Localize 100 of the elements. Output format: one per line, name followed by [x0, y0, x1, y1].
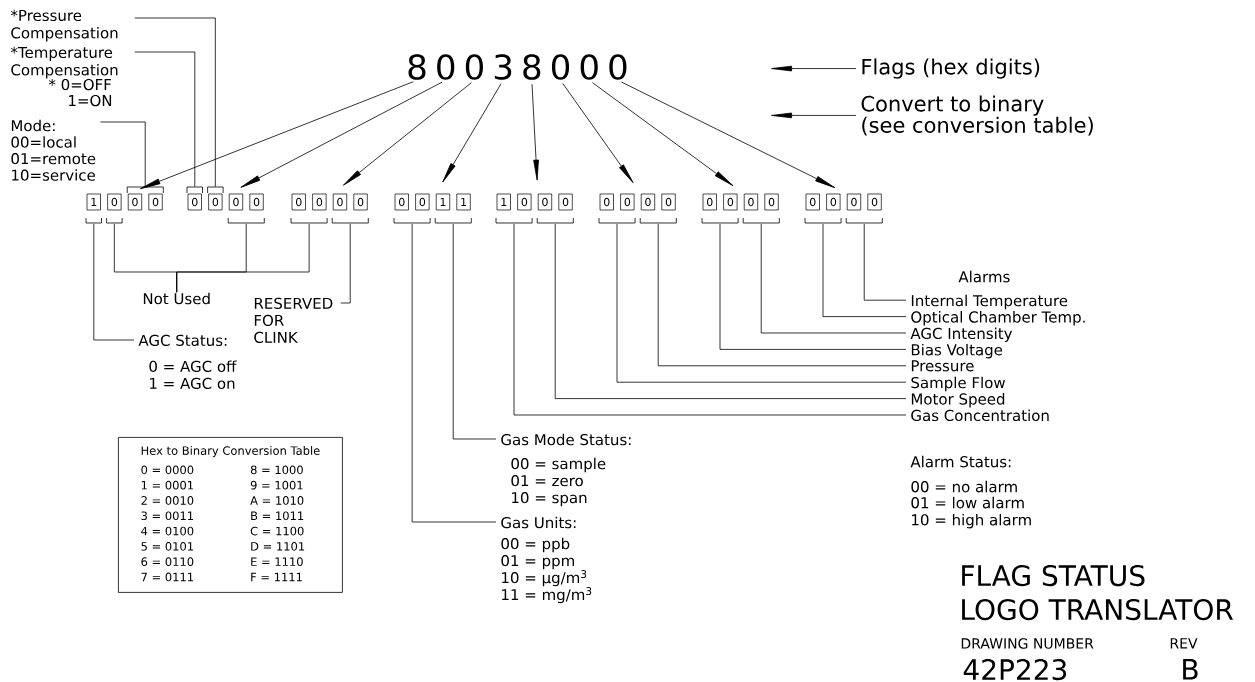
field-label: REV	[1170, 638, 1198, 649]
note-text: * 0=OFF	[48, 78, 111, 91]
bit-box: 0	[107, 193, 122, 211]
bit-box: 0	[867, 193, 882, 211]
bracket	[434, 217, 472, 224]
note-text: 10 = high alarm	[912, 513, 1031, 529]
bit-box: 1	[496, 193, 511, 211]
bit-box: 0	[764, 193, 779, 211]
bit-box: 0	[228, 193, 244, 211]
bracket	[393, 217, 431, 224]
bit-box: 0	[312, 193, 327, 211]
leader-line	[452, 223, 497, 440]
hex-digit: 0	[437, 54, 455, 80]
alarm-text: Pressure	[911, 360, 974, 372]
annotation-text: AGC Status: 0 = AGC off 1 = AGC on	[138, 334, 237, 390]
bit-box: 0	[599, 193, 614, 211]
conversion-table: Hex to Binary Conversion Table 0 = 0000 8 = 1000 1 = 0001 9 = 1001 2 = 0010 A = 1010 3 = 0011 B = 1011 4 = 0100 C = 1100 5 = 0101 D = 1101 6 = 0110 E = 1110 7 = 0111 F = 1111	[118, 437, 343, 593]
note-text: 00 = no alarm	[911, 480, 1017, 493]
note-text: 01 = low alarm	[911, 496, 1024, 509]
leader-line	[340, 223, 351, 304]
bit-box: 0	[620, 193, 635, 211]
annotation-text: *Pressure Compensation	[10, 9, 118, 42]
bracket	[227, 217, 265, 224]
bit-box: 0	[148, 193, 163, 211]
bracket	[701, 217, 739, 224]
leader-line	[411, 223, 497, 523]
arrow	[562, 83, 634, 183]
leader-line	[616, 223, 907, 383]
annotation-text: Gas Units: 00 = ppb 01 = ppm 10 = µg/m$^{3}$ 11 = mg/m$^{3}$	[501, 516, 592, 604]
arrow	[592, 82, 734, 187]
hex-digit: 0	[580, 54, 598, 80]
hex-digit: 3	[494, 54, 512, 80]
bit-box: 0	[249, 193, 264, 211]
bracket	[126, 186, 164, 194]
bit-box: 1	[86, 193, 101, 211]
leader-line	[134, 51, 196, 187]
alarm-text: Internal Temperature	[911, 294, 1068, 310]
alarm-text: Optical Chamber Temp.	[911, 311, 1085, 326]
arrow	[343, 82, 472, 186]
bracket	[207, 186, 224, 194]
arrow	[240, 81, 443, 188]
revision-letter: B	[1183, 659, 1198, 680]
heading: Alarm Status:	[910, 455, 1011, 468]
arrow	[621, 81, 836, 189]
leader-line	[513, 223, 907, 416]
bit-box: 0	[291, 193, 306, 211]
bit-box: 0	[332, 193, 348, 211]
annotation-text: Flags (hex digits)	[862, 58, 1040, 79]
bracket	[331, 217, 369, 224]
hex-digit: 8	[408, 54, 426, 80]
leader-line	[134, 17, 216, 187]
hex-digit: 8	[523, 54, 541, 80]
bit-box: 0	[187, 193, 202, 211]
leader-line	[719, 223, 907, 350]
bracket	[106, 217, 123, 224]
heading: Alarms	[958, 270, 1010, 283]
annotation-text: Gas Mode Status: 00 = sample 01 = zero 10 = span	[501, 433, 631, 507]
leader-line	[760, 223, 907, 334]
bit-box: 0	[208, 193, 223, 211]
bit-box: 0	[558, 193, 573, 211]
hex-digit: 0	[551, 54, 570, 80]
bit-box: 0	[723, 193, 738, 211]
hex-digit: 0	[465, 54, 483, 80]
bracket	[845, 217, 883, 224]
bit-box: 0	[537, 193, 553, 211]
title-text: FLAG STATUS	[962, 565, 1145, 587]
annotation-text: Not Used	[143, 292, 210, 305]
bracket	[536, 217, 574, 224]
bit-box: 0	[846, 193, 862, 211]
bit-box: 0	[743, 193, 759, 211]
field-label: DRAWING NUMBER	[961, 638, 1094, 649]
bit-box: 1	[456, 193, 471, 211]
hex-digit: 0	[609, 54, 627, 80]
bit-box: 1	[435, 193, 451, 211]
drawing-number: 42P223	[963, 659, 1067, 681]
annotation-text: Mode: 00=local 01=remote 10=service	[11, 119, 96, 181]
bit-box: 0	[353, 193, 368, 211]
bit-box: 0	[640, 193, 656, 211]
note-text: 1=ON	[69, 94, 112, 107]
title-text: LOGO TRANSLATOR	[962, 599, 1233, 621]
alarm-text: Sample Flow	[911, 376, 1005, 392]
bit-box: 0	[805, 193, 820, 211]
bit-box: 0	[517, 193, 532, 211]
bit-box: 0	[702, 193, 717, 211]
leader-line	[863, 223, 907, 301]
bit-box: 0	[826, 193, 841, 211]
leader-line	[176, 223, 310, 293]
bit-box: 0	[415, 193, 430, 211]
bracket	[290, 217, 328, 224]
bit-box: 0	[661, 193, 676, 211]
bracket	[186, 186, 203, 194]
arrow	[442, 83, 502, 183]
bracket	[639, 217, 677, 224]
alarm-text: AGC Intensity	[910, 327, 1013, 342]
annotation-text: Convert to binary (see conversion table)	[861, 95, 1093, 136]
bracket	[804, 217, 842, 224]
alarm-text: Gas Concentration	[911, 409, 1049, 422]
leader-line	[93, 223, 135, 341]
bracket	[598, 217, 636, 224]
bracket	[85, 217, 102, 224]
